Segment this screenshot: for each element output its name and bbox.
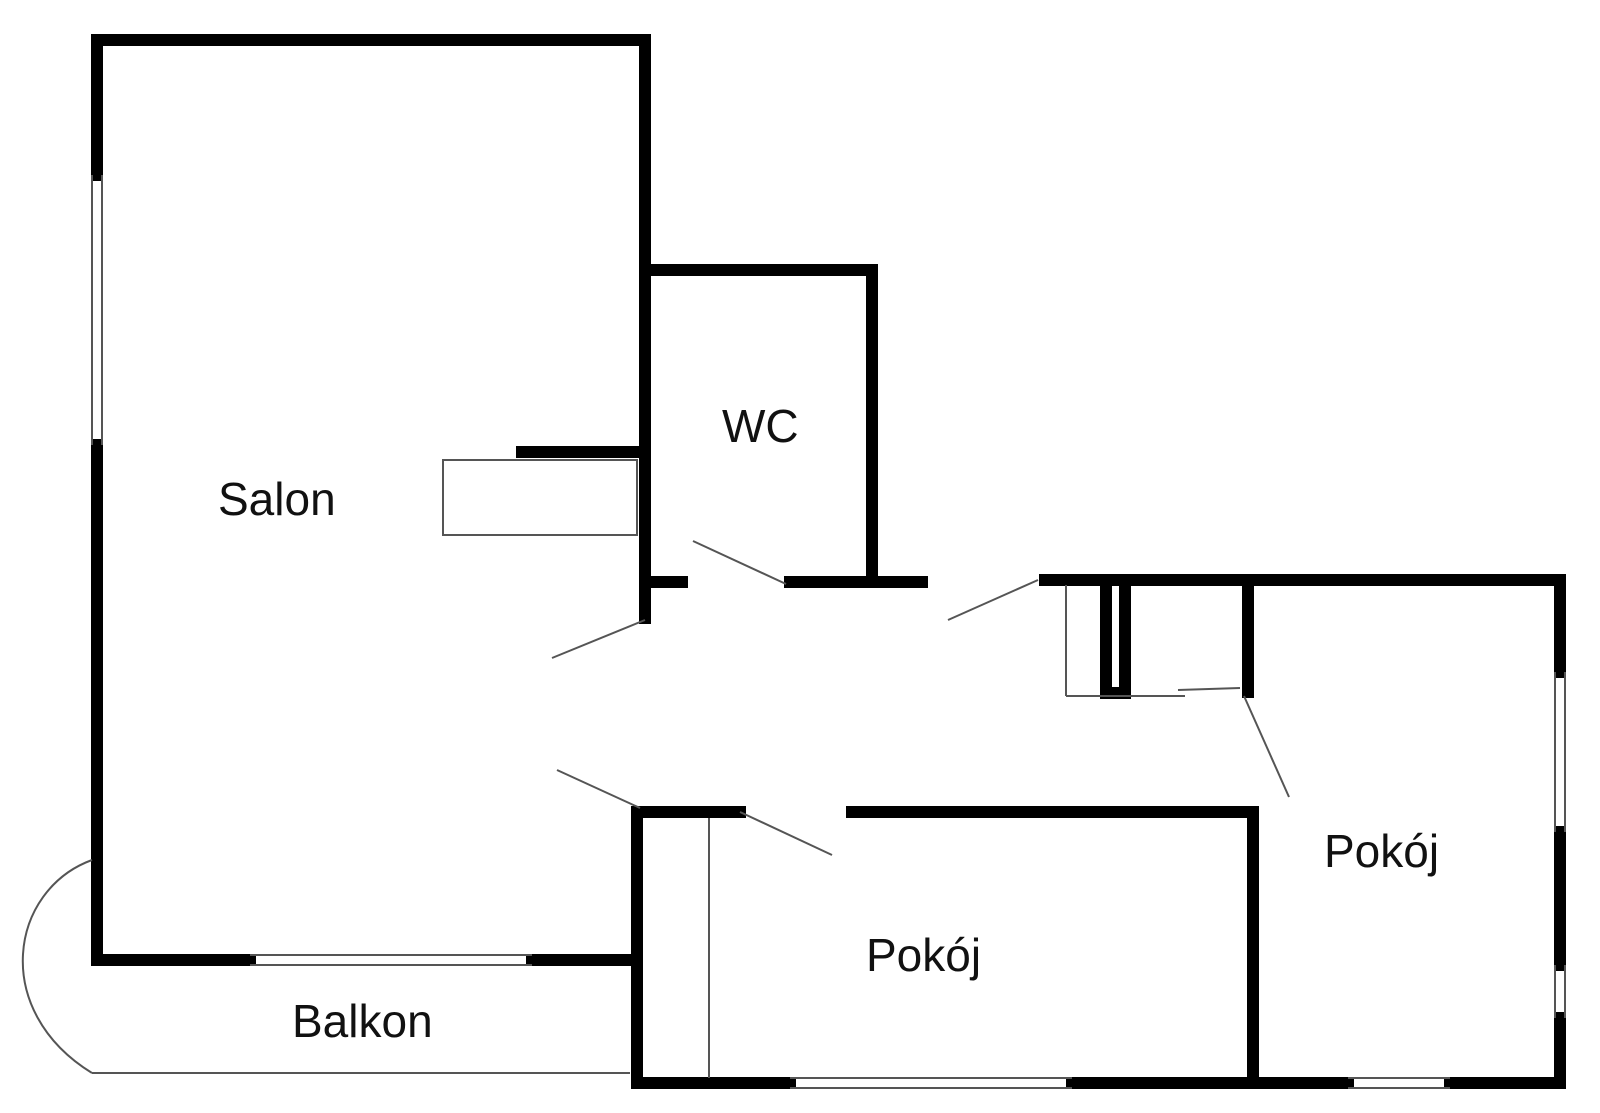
closet-door-line [1177,687,1241,691]
door-right-room [1243,695,1290,798]
door-salon-lower [556,769,641,809]
door-hall-top [947,579,1039,621]
room-label-balkon: Balkon [292,995,433,1047]
walls [91,34,1566,1089]
room-label-wc: WC [722,400,799,452]
room-label-pokoj-bottom: Pokój [866,929,982,981]
room-label-pokoj-right: Pokój [1324,825,1440,877]
room-label-salon: Salon [218,473,336,525]
door-salon [551,619,646,659]
door-wc [692,540,787,585]
counter-box [442,459,638,536]
thin-lines [21,175,1566,1089]
door-bottom-room [739,811,833,856]
balcony-curve [21,859,93,1074]
